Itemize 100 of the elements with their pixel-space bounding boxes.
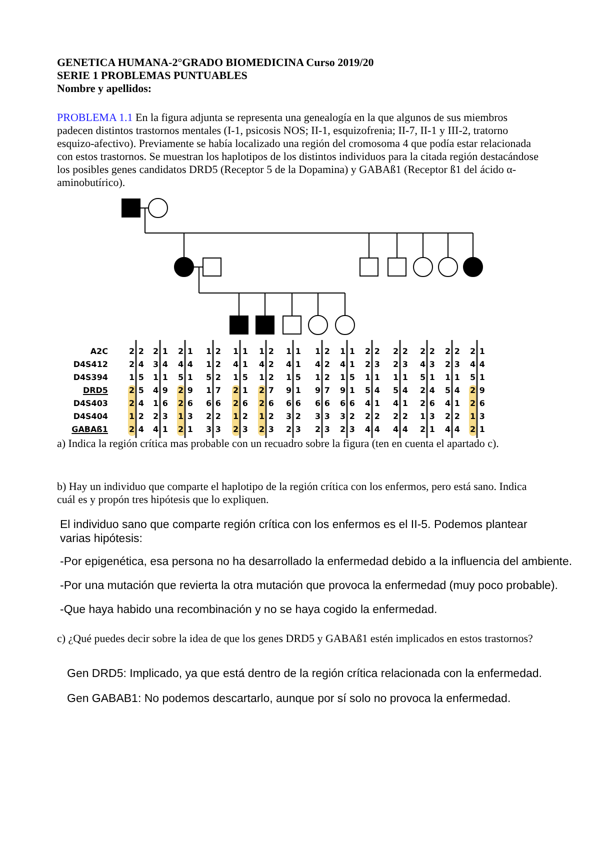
allele-pair: 1 1 xyxy=(340,347,355,357)
allele-pair: 1 1 xyxy=(233,347,248,357)
allele-pair: 4 4 xyxy=(393,425,408,435)
allele-pair: 1 3 xyxy=(470,412,485,422)
question-text: a) Indica la región crítica mas probable con un recuadro sobre la figura (ten en cuenta el apartado c). xyxy=(57,438,500,451)
allele-pair: 3 2 xyxy=(286,412,301,422)
allele-pair: 2 3 xyxy=(393,360,408,370)
allele-pair: 9 7 xyxy=(315,386,330,396)
allele-pair: 4 1 xyxy=(153,425,168,435)
marker-name: GABAß1 xyxy=(70,425,108,435)
answer-text: -Por epigenética, esa persona no ha desarrollado la enfermedad debido a la influencia del ambiente. xyxy=(60,555,574,569)
allele-pair: 2 6 xyxy=(233,399,248,409)
allele-pair: 2 2 xyxy=(420,347,435,357)
allele-pair: 2 6 xyxy=(259,399,274,409)
allele-pair: 4 4 xyxy=(178,360,193,370)
allele-pair: 2 1 xyxy=(470,425,485,435)
allele-pair: 1 1 xyxy=(153,373,168,383)
allele-pair: 1 1 xyxy=(445,373,460,383)
allele-pair: 6 6 xyxy=(206,399,221,409)
allele-pair: 4 4 xyxy=(445,425,460,435)
allele-pair: 2 2 xyxy=(129,347,144,357)
allele-pair: 2 2 xyxy=(445,412,460,422)
allele-pair: 1 1 xyxy=(365,373,380,383)
allele-pair: 2 3 xyxy=(315,425,330,435)
allele-pair: 1 2 xyxy=(206,360,221,370)
allele-pair: 2 6 xyxy=(470,399,485,409)
allele-pair: 2 5 xyxy=(129,386,144,396)
allele-pair: 5 1 xyxy=(178,373,193,383)
header-title: GENETICA HUMANA-2°GRADO BIOMEDICINA Curso 2019/20 xyxy=(57,57,374,70)
answer-text: -Que haya habido una recombinación y no se haya cogido la enfermedad. xyxy=(60,603,438,617)
allele-pair: 5 1 xyxy=(420,373,435,383)
header-subtitle: SERIE 1 PROBLEMAS PUNTUABLES xyxy=(57,70,248,83)
allele-pair: 2 4 xyxy=(129,360,144,370)
allele-pair: 2 1 xyxy=(178,425,193,435)
allele-pair: 3 3 xyxy=(315,412,330,422)
allele-pair: 6 6 xyxy=(315,399,330,409)
allele-pair: 2 1 xyxy=(470,347,485,357)
allele-pair: 5 1 xyxy=(470,373,485,383)
allele-pair: 4 3 xyxy=(420,360,435,370)
allele-pair: 1 1 xyxy=(393,373,408,383)
allele-pair: 3 4 xyxy=(153,360,168,370)
answer-text: El individuo sano que comparte región crítica con los enfermos es el II-5. Podemos plantear varias hipótesis: xyxy=(60,518,528,546)
marker-name: D4S404 xyxy=(72,412,108,422)
allele-pair: 4 2 xyxy=(259,360,274,370)
allele-pair: 4 4 xyxy=(470,360,485,370)
allele-pair: 2 7 xyxy=(259,386,274,396)
allele-pair: 2 2 xyxy=(365,347,380,357)
allele-pair: 1 1 xyxy=(286,347,301,357)
allele-pair: 1 2 xyxy=(315,347,330,357)
allele-pair: 2 2 xyxy=(206,412,221,422)
allele-pair: 6 6 xyxy=(286,399,301,409)
allele-pair: 1 7 xyxy=(206,386,221,396)
answer-text: Gen GABAB1: No podemos descartarlo, aunque por sí solo no provoca la enfermedad. xyxy=(67,692,512,706)
allele-pair: 4 2 xyxy=(315,360,330,370)
marker-name: A2C xyxy=(89,347,108,357)
answer-text: -Por una mutación que revierta la otra mutación que provoca la enfermedad (muy poco probable). xyxy=(60,579,559,593)
allele-pair: 5 2 xyxy=(206,373,221,383)
allele-pair: 2 1 xyxy=(153,347,168,357)
allele-pair: 4 1 xyxy=(393,399,408,409)
allele-pair: 2 4 xyxy=(129,399,144,409)
allele-pair: 4 9 xyxy=(153,386,168,396)
marker-name: D4S403 xyxy=(72,399,108,409)
allele-pair: 1 6 xyxy=(153,399,168,409)
allele-pair: 1 5 xyxy=(340,373,355,383)
allele-pair: 9 1 xyxy=(286,386,301,396)
answer-text: Gen DRD5: Implicado, ya que está dentro de la región crítica relacionada con la enfermedad. xyxy=(67,667,543,681)
allele-pair: 2 6 xyxy=(178,399,193,409)
allele-pair: 2 9 xyxy=(470,386,485,396)
allele-pair: 2 2 xyxy=(445,347,460,357)
marker-name: D4S412 xyxy=(72,360,108,370)
allele-pair: 4 4 xyxy=(365,425,380,435)
allele-pair: 4 1 xyxy=(445,399,460,409)
allele-pair: 1 3 xyxy=(178,412,193,422)
name-field-label: Nombre y apellidos: xyxy=(57,83,152,96)
allele-pair: 2 1 xyxy=(420,425,435,435)
allele-pair: 1 2 xyxy=(259,412,274,422)
allele-pair: 5 4 xyxy=(445,386,460,396)
allele-pair: 4 1 xyxy=(340,360,355,370)
problem-statement: PROBLEMA 1.1 En la figura adjunta se representa una genealogía en la que algunos de sus miembros padecen distintos trastornos mentales (I-1, psicosis NOS; II-1, esquizofrenia; II-7, II-1 y III-2, tratorno esquizo-afectivo). Previamente se había localizado una región del cromosoma 4 que podía estar relacionada con estos trastornos. Se muestran los haplotipos de los distintos individuos para la citada región destacándose los posibles genes candidatos DRD5 (Receptor 5 de la Dopamina) y GABAß1 (Receptor ß1 del ácido α-aminobutírico). xyxy=(57,112,540,190)
allele-pair: 2 3 xyxy=(445,360,460,370)
marker-name: D4S394 xyxy=(72,373,108,383)
allele-pair: 2 3 xyxy=(259,425,274,435)
allele-pair: 2 3 xyxy=(286,425,301,435)
marker-name: DRD5 xyxy=(82,386,108,396)
allele-pair: 2 3 xyxy=(365,360,380,370)
allele-pair: 2 9 xyxy=(178,386,193,396)
allele-pair: 2 2 xyxy=(365,412,380,422)
allele-pair: 1 2 xyxy=(129,412,144,422)
allele-pair: 1 2 xyxy=(206,347,221,357)
allele-pair: 2 4 xyxy=(129,425,144,435)
allele-pair: 4 1 xyxy=(286,360,301,370)
allele-pair: 1 5 xyxy=(129,373,144,383)
allele-pair: 6 6 xyxy=(340,399,355,409)
allele-pair: 2 3 xyxy=(233,425,248,435)
allele-pair: 1 3 xyxy=(420,412,435,422)
allele-pair: 9 1 xyxy=(340,386,355,396)
allele-pair: 1 2 xyxy=(259,373,274,383)
allele-pair: 2 2 xyxy=(393,412,408,422)
allele-pair: 4 1 xyxy=(365,399,380,409)
allele-pair: 2 6 xyxy=(420,399,435,409)
